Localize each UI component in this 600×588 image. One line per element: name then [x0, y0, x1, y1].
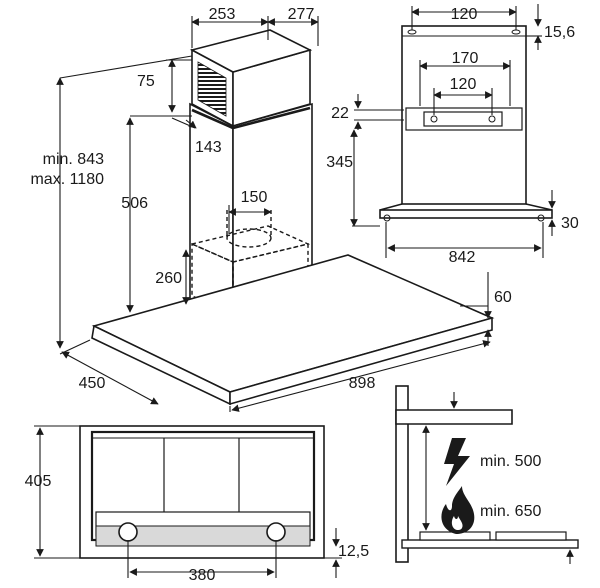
clearance-electric: min. 500 — [480, 453, 541, 470]
dim-screw-span: 842 — [449, 249, 476, 266]
dim-outlet-offset: 143 — [195, 139, 222, 156]
dim-bracket-width: 120 — [451, 6, 478, 23]
bottom-dimension-labels: 405 380 12,5 — [25, 473, 370, 584]
dim-light-span: 380 — [189, 567, 216, 583]
main-dimension-lines — [56, 16, 492, 412]
front-view — [350, 4, 556, 258]
bottom-dimension-lines — [34, 425, 342, 578]
dim-bracket-offset: 22 — [331, 105, 349, 122]
light-right — [266, 522, 286, 542]
clearance-arrows — [422, 392, 574, 564]
dim-bracket-thickness: 15,6 — [544, 24, 575, 41]
dim-chimney-depth: 253 — [209, 6, 236, 23]
dim-edge-offset: 12,5 — [338, 543, 369, 560]
dim-canopy-to-top: 506 — [121, 195, 148, 212]
dim-canopy-width: 898 — [349, 375, 376, 392]
canopy-front — [379, 209, 553, 219]
front-dimension-lines — [350, 4, 556, 258]
clearance-view — [395, 385, 579, 564]
dim-bottom-depth: 405 — [25, 473, 52, 490]
dim-motor-height: 260 — [155, 270, 182, 287]
dim-bracket-height: 345 — [326, 154, 353, 171]
dim-holes-outer: 170 — [452, 50, 479, 67]
dim-canopy-depth: 450 — [79, 375, 106, 392]
bottom-view — [34, 425, 342, 578]
wall-bracket — [423, 111, 503, 127]
dim-chimney-width: 277 — [288, 6, 315, 23]
electric-lightning-icon — [444, 438, 470, 486]
dim-height-min: min. 843 — [43, 151, 104, 168]
clearance-labels: min. 500 min. 650 — [480, 453, 541, 520]
dim-height-max: max. 1180 — [30, 171, 104, 188]
dim-screw-offset: 30 — [561, 215, 579, 232]
chimney — [189, 29, 313, 320]
gas-flame-icon — [441, 486, 475, 534]
light-left — [118, 522, 138, 542]
dim-canopy-thickness: 60 — [494, 289, 512, 306]
main-dimension-labels: 253 277 75 143 min. 843 max. 1180 506 15… — [30, 6, 511, 392]
canopy — [91, 254, 495, 406]
dim-chimney-top-offset: 75 — [137, 73, 155, 90]
dim-outlet-diameter: 150 — [241, 189, 268, 206]
main-hood-view — [56, 16, 495, 412]
clearance-gas: min. 650 — [480, 503, 541, 520]
dim-holes-inner: 120 — [450, 76, 477, 93]
hood-side — [395, 409, 513, 425]
front-dimension-labels: 120 15,6 170 120 22 345 30 842 — [326, 6, 579, 266]
